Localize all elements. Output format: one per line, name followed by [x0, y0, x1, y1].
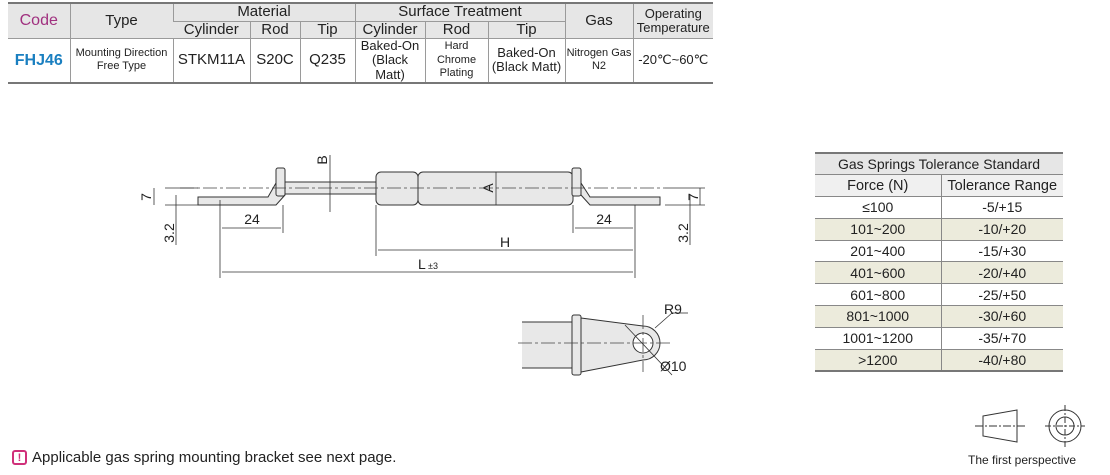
force-cell: 401~600 — [815, 261, 941, 285]
gas-cell: Nitrogen Gas N2 — [564, 38, 633, 84]
header-surface-cylinder: Cylinder — [354, 21, 425, 39]
header-temp: Operating Temperature — [632, 2, 713, 39]
spec-table: Code Type Material Surface Treatment Gas… — [8, 2, 713, 84]
right-bracket — [580, 181, 661, 206]
bracket-note: ! Applicable gas spring mounting bracket… — [12, 449, 396, 466]
dim-l: L — [418, 256, 426, 272]
detail-eye — [580, 317, 661, 373]
header-type: Type — [69, 2, 173, 39]
header-material-tip: Tip — [299, 21, 355, 39]
dim-24-left: 24 — [244, 211, 260, 227]
table-row: FHJ46 Mounting Direction Free Type STKM1… — [8, 38, 713, 84]
range-cell: -10/+20 — [940, 218, 1063, 241]
header-material-rod: Rod — [249, 21, 300, 39]
right-flange — [571, 167, 582, 197]
table-row: 101~200-10/+20 — [815, 218, 1063, 241]
material-cylinder-cell: STKM11A — [172, 38, 250, 84]
range-cell: -25/+50 — [940, 283, 1063, 307]
header-code: Code — [8, 2, 70, 39]
range-cell: -20/+40 — [940, 261, 1063, 285]
header-material: Material — [172, 2, 355, 22]
header-material-cylinder: Cylinder — [173, 21, 250, 39]
first-angle-projection-icon — [975, 405, 1085, 447]
dim-3-2-right: 3.2 — [675, 223, 691, 243]
header-surface: Surface Treatment — [354, 2, 565, 22]
left-bracket — [197, 182, 286, 206]
table-row: >1200-40/+80 — [815, 349, 1063, 372]
range-cell: -15/+30 — [940, 240, 1063, 263]
material-tip-cell: Q235 — [299, 38, 355, 84]
cylinder-front — [375, 171, 419, 206]
table-row: 201~400-15/+30 — [815, 240, 1063, 263]
detail-flange — [571, 314, 582, 376]
detail-rod — [522, 321, 573, 369]
force-cell: 601~800 — [815, 283, 941, 307]
table-row: ≤100-5/+15 — [815, 196, 1063, 219]
dim-24-right: 24 — [596, 211, 612, 227]
table-row: 801~1000-30/+60 — [815, 305, 1063, 328]
type-cell: Mounting Direction Free Type — [69, 38, 173, 84]
header-surface-rod: Rod — [424, 21, 488, 39]
range-cell: -40/+80 — [940, 349, 1063, 372]
tolerance-table: Gas Springs Tolerance Standard Force (N)… — [815, 152, 1063, 372]
dim-b: B — [314, 155, 330, 164]
header-tolerance-range: Tolerance Range — [940, 174, 1063, 198]
header-gas: Gas — [564, 2, 633, 39]
force-cell: ≤100 — [815, 196, 941, 219]
force-cell: >1200 — [815, 349, 941, 372]
surface-rod-cell: Hard Chrome Plating — [424, 38, 488, 84]
range-cell: -30/+60 — [940, 305, 1063, 328]
force-cell: 1001~1200 — [815, 327, 941, 350]
note-text: Applicable gas spring mounting bracket s… — [32, 449, 397, 466]
dim-d10: Ø10 — [660, 358, 687, 374]
code-cell: FHJ46 — [8, 38, 70, 84]
surface-cylinder-cell: Baked-On (Black Matt) — [354, 38, 425, 84]
header-surface-tip: Tip — [487, 21, 565, 39]
dim-h: H — [500, 234, 510, 250]
tolerance-title: Gas Springs Tolerance Standard — [815, 152, 1063, 176]
table-row: 601~800-25/+50 — [815, 283, 1063, 307]
table-row: 401~600-20/+40 — [815, 261, 1063, 285]
force-cell: 201~400 — [815, 240, 941, 263]
range-cell: -35/+70 — [940, 327, 1063, 350]
dim-a: A — [480, 183, 496, 193]
dim-7-left: 7 — [138, 193, 154, 201]
dim-7-right: 7 — [685, 193, 701, 201]
material-rod-cell: S20C — [249, 38, 300, 84]
dim-r9: R9 — [664, 301, 682, 317]
header-force: Force (N) — [815, 174, 941, 198]
surface-tip-cell: Baked-On (Black Matt) — [487, 38, 565, 84]
table-row: 1001~1200-35/+70 — [815, 327, 1063, 350]
temp-cell: -20℃~60℃ — [632, 38, 713, 84]
exclamation-icon: ! — [12, 450, 27, 465]
perspective-label: The first perspective — [968, 453, 1077, 467]
force-cell: 801~1000 — [815, 305, 941, 328]
range-cell: -5/+15 — [940, 196, 1063, 219]
left-flange — [275, 167, 286, 197]
dim-l-tolerance: ±3 — [428, 261, 438, 271]
dim-3-2-left: 3.2 — [161, 223, 177, 243]
force-cell: 101~200 — [815, 218, 941, 241]
